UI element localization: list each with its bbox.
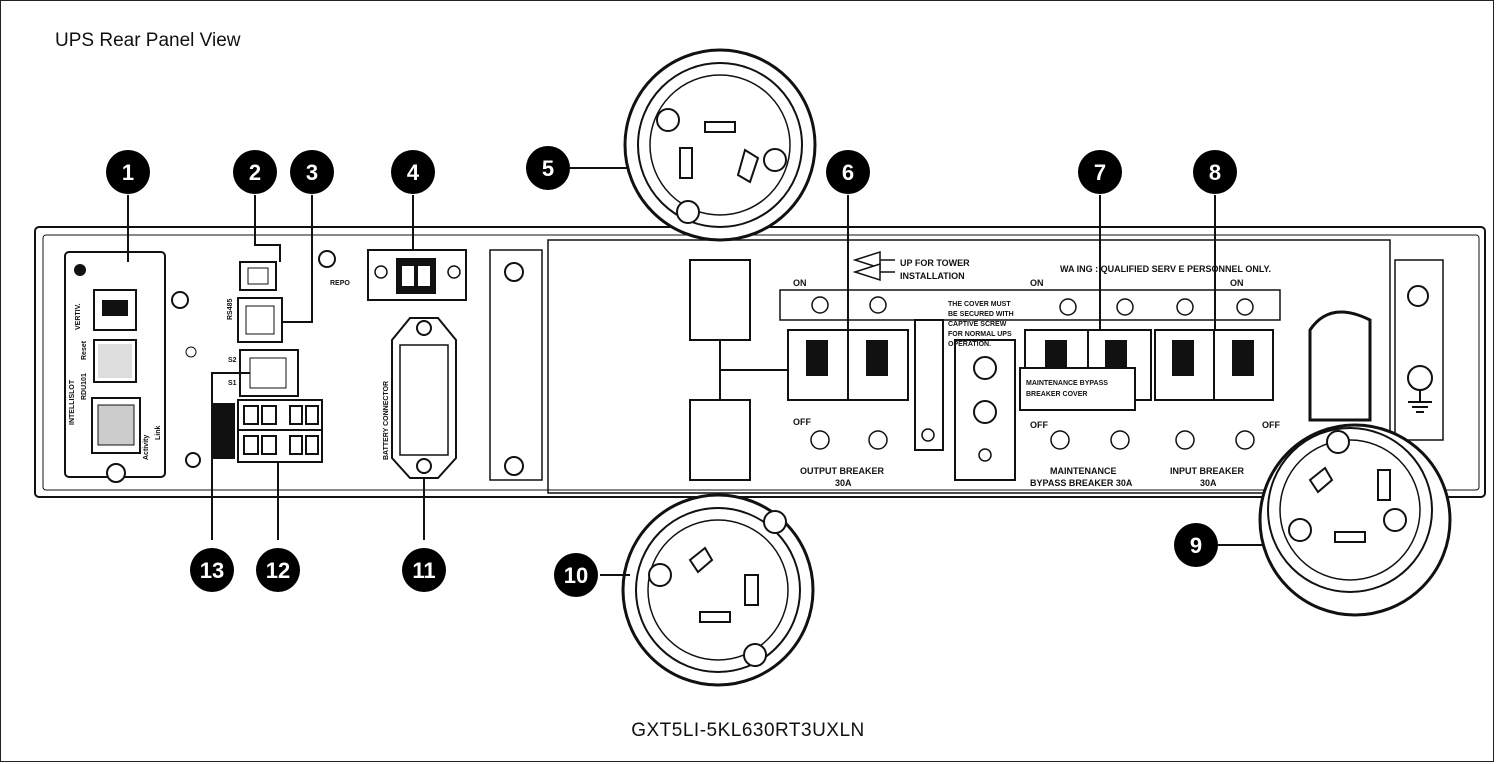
callout-3: 3 bbox=[290, 150, 334, 194]
input-plug bbox=[1258, 310, 1452, 617]
callout-7: 7 bbox=[1078, 150, 1122, 194]
repo-connector: REPO bbox=[330, 249, 467, 301]
callout-1: 1 bbox=[106, 150, 150, 194]
label-intellislot: INTELLISLOT bbox=[69, 379, 76, 425]
label-cover-note-4: FOR NORMAL UPS bbox=[948, 331, 1012, 338]
label-s2: S2 bbox=[228, 357, 237, 364]
leader-lines bbox=[127, 167, 1262, 576]
figure-title: UPS Rear Panel View bbox=[55, 30, 241, 51]
svg-text:13: 13 bbox=[200, 558, 224, 583]
callout-5: 5 bbox=[526, 146, 570, 190]
label-s1: S1 bbox=[228, 380, 237, 387]
svg-text:8: 8 bbox=[1209, 160, 1221, 185]
label-reset: Reset bbox=[81, 340, 88, 360]
svg-text:9: 9 bbox=[1190, 533, 1202, 558]
label-mbc-1: MAINTENANCE BYPASS bbox=[1026, 380, 1108, 387]
label-activity: Activity bbox=[143, 435, 150, 460]
label-repo: REPO bbox=[330, 280, 350, 287]
dry-contact-terminal bbox=[213, 399, 323, 463]
label-cover-note-3: CAPTIVE SCREW bbox=[948, 321, 1007, 328]
callout-8: 8 bbox=[1193, 150, 1237, 194]
label-on-maint: ON bbox=[1030, 278, 1044, 288]
svg-text:2: 2 bbox=[249, 160, 261, 185]
svg-text:10: 10 bbox=[564, 563, 588, 588]
label-off-maint: OFF bbox=[1030, 420, 1048, 430]
label-cover-note-5: OPERATION. bbox=[948, 341, 991, 348]
label-link: Link bbox=[155, 426, 162, 440]
label-up-tower-1: UP FOR TOWER bbox=[900, 258, 970, 268]
label-battery-connector: BATTERY CONNECTOR bbox=[383, 381, 390, 460]
label-maint-breaker-1: MAINTENANCE bbox=[1050, 466, 1117, 476]
svg-text:1: 1 bbox=[122, 160, 134, 185]
svg-text:6: 6 bbox=[842, 160, 854, 185]
label-cover-note-1: THE COVER MUST bbox=[948, 301, 1011, 308]
callouts: 1 2 3 4 5 6 7 8 9 10 11 12 13 bbox=[106, 146, 1237, 597]
label-output-breaker-2: 30A bbox=[835, 478, 852, 488]
label-input-breaker-1: INPUT BREAKER bbox=[1170, 466, 1245, 476]
label-up-tower-2: INSTALLATION bbox=[900, 271, 965, 281]
svg-text:3: 3 bbox=[306, 160, 318, 185]
label-on-input: ON bbox=[1230, 278, 1244, 288]
label-cover-note-2: BE SECURED WITH bbox=[948, 311, 1014, 318]
label-rdu101: RDU101 bbox=[81, 373, 88, 400]
label-warning: WA ING : QUALIFIED SERV E PERSONNEL ONLY… bbox=[1060, 264, 1271, 274]
callout-11: 11 bbox=[402, 548, 446, 592]
callout-4: 4 bbox=[391, 150, 435, 194]
label-rs485: RS485 bbox=[227, 298, 234, 320]
callout-13: 13 bbox=[190, 548, 234, 592]
breaker-panel: UP FOR TOWER INSTALLATION WA ING : QUALI… bbox=[719, 250, 1281, 488]
label-maint-breaker-2: BYPASS BREAKER 30A bbox=[1030, 478, 1133, 488]
label-off-output: OFF bbox=[793, 417, 811, 427]
chassis-screws bbox=[504, 262, 1433, 476]
svg-text:11: 11 bbox=[412, 558, 435, 583]
ground-icon bbox=[1408, 390, 1432, 413]
label-vertiv: VERTIV. bbox=[75, 303, 82, 330]
label-on-output: ON bbox=[793, 278, 807, 288]
intellislot-card: VERTIV. INTELLISLOT RDU101 Reset Link Ac… bbox=[64, 251, 201, 483]
callout-2: 2 bbox=[233, 150, 277, 194]
svg-text:5: 5 bbox=[542, 156, 554, 181]
callout-10: 10 bbox=[554, 553, 598, 597]
svg-text:4: 4 bbox=[407, 160, 420, 185]
label-off-input: OFF bbox=[1262, 420, 1280, 430]
model-number: GXT5LI-5KL630RT3UXLN bbox=[631, 720, 865, 741]
callout-6: 6 bbox=[826, 150, 870, 194]
label-input-breaker-2: 30A bbox=[1200, 478, 1217, 488]
output-receptacle-bottom bbox=[621, 399, 815, 687]
svg-text:12: 12 bbox=[266, 558, 290, 583]
label-mbc-2: BREAKER COVER bbox=[1026, 391, 1087, 398]
callout-9: 9 bbox=[1174, 523, 1218, 567]
callout-12: 12 bbox=[256, 548, 300, 592]
battery-connector: BATTERY CONNECTOR bbox=[383, 317, 457, 479]
usb-rs485-ports: RS485 S2 S1 bbox=[185, 250, 336, 397]
label-output-breaker-1: OUTPUT BREAKER bbox=[800, 466, 885, 476]
output-receptacle-top bbox=[623, 48, 817, 341]
svg-text:7: 7 bbox=[1094, 160, 1106, 185]
